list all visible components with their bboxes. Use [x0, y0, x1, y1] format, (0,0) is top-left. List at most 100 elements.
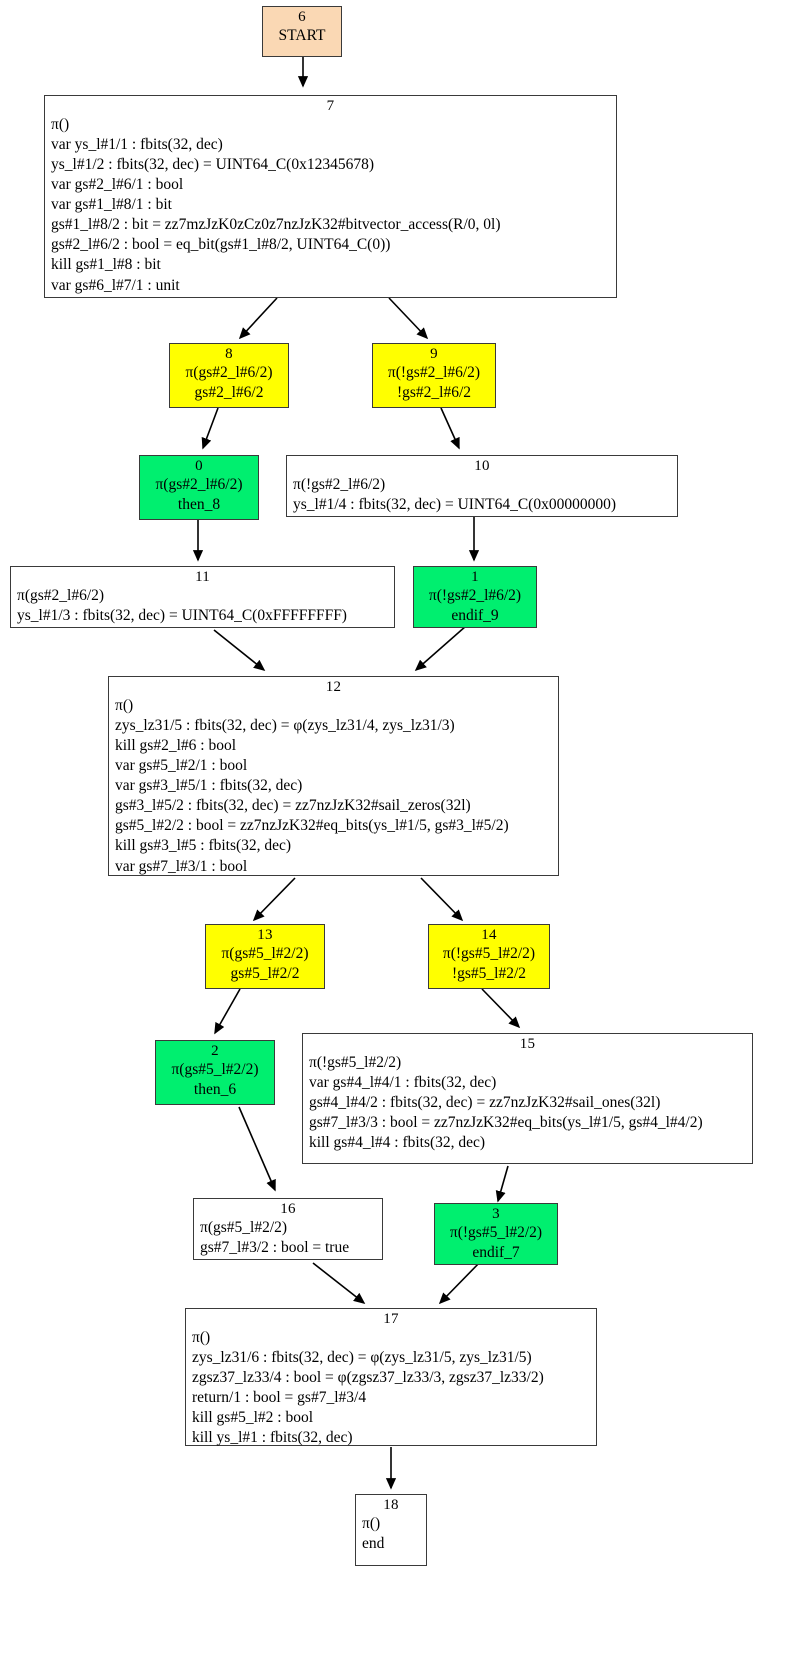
node-16-line-1: gs#7_l#3/2 : bool = true [200, 1238, 350, 1256]
node-15-line-0: π(!gs#5_l#2/2) [309, 1053, 402, 1071]
node-0[interactable]: 0 π(gs#2_l#6/2) then_8 [139, 455, 259, 520]
node-12-line-6: gs#5_l#2/2 : bool = zz7nzJzK32#eq_bits(y… [115, 817, 509, 835]
node-11-line-1: ys_l#1/3 : fbits(32, dec) = UINT64_C(0xF… [17, 606, 347, 624]
node-12-line-7: kill gs#3_l#5 : fbits(32, dec) [115, 837, 292, 855]
node-6[interactable]: 6 START [262, 6, 342, 57]
edge-14-15 [481, 988, 521, 1029]
node-6-body: START [278, 26, 326, 44]
node-0-line-0: π(gs#2_l#6/2) [155, 475, 243, 493]
node-9-id: 9 [430, 346, 438, 362]
node-18[interactable]: 18 π() end [355, 1494, 427, 1566]
node-9-line-1: !gs#2_l#6/2 [396, 383, 472, 401]
node-12-id: 12 [325, 679, 342, 695]
node-13[interactable]: 13 π(gs#5_l#2/2) gs#5_l#2/2 [205, 924, 325, 989]
node-7-line-8: var gs#6_l#7/1 : unit [51, 276, 180, 294]
edge-1-12 [414, 625, 467, 672]
edge-15-3 [495, 1165, 509, 1203]
node-12-line-8: var gs#7_l#3/1 : bool [115, 857, 248, 875]
node-12-line-4: var gs#3_l#5/1 : fbits(32, dec) [115, 777, 303, 795]
node-18-line-0: π() [362, 1514, 381, 1532]
node-7-line-2: ys_l#1/2 : fbits(32, dec) = UINT64_C(0x1… [51, 155, 375, 173]
edge-12-13 [252, 877, 296, 922]
edge-3-17 [438, 1258, 484, 1305]
node-7-line-3: var gs#2_l#6/1 : bool [51, 175, 184, 193]
node-12-line-5: gs#3_l#5/2 : fbits(32, dec) = zz7nzJzK32… [115, 797, 471, 815]
node-16-line-0: π(gs#5_l#2/2) [200, 1218, 288, 1236]
edge-13-2 [214, 988, 241, 1035]
node-7-line-0: π() [51, 115, 70, 133]
node-2[interactable]: 2 π(gs#5_l#2/2) then_6 [155, 1040, 275, 1105]
node-7-line-4: var gs#1_l#8/1 : bit [51, 196, 172, 214]
node-14-line-1: !gs#5_l#2/2 [451, 964, 527, 982]
node-2-id: 2 [211, 1043, 219, 1059]
edge-8-0 [201, 407, 219, 450]
node-17-line-5: kill ys_l#1 : fbits(32, dec) [192, 1429, 353, 1447]
node-14-line-0: π(!gs#5_l#2/2) [442, 944, 536, 962]
node-11[interactable]: 11 π(gs#2_l#6/2) ys_l#1/3 : fbits(32, de… [10, 566, 395, 628]
node-13-line-1: gs#5_l#2/2 [230, 964, 300, 982]
node-11-id: 11 [195, 569, 210, 585]
node-8[interactable]: 8 π(gs#2_l#6/2) gs#2_l#6/2 [169, 343, 289, 408]
node-2-line-0: π(gs#5_l#2/2) [171, 1060, 259, 1078]
node-17-line-2: zgsz37_lz33/4 : bool = φ(zgsz37_lz33/3, … [192, 1368, 544, 1386]
node-17-id: 17 [383, 1311, 399, 1327]
node-7[interactable]: 7 π() var ys_l#1/1 : fbits(32, dec) ys_l… [44, 95, 617, 298]
node-12-line-2: kill gs#2_l#6 : bool [115, 736, 236, 754]
node-15-line-4: kill gs#4_l#4 : fbits(32, dec) [309, 1134, 486, 1152]
node-14-id: 14 [481, 927, 497, 943]
node-15-line-3: gs#7_l#3/3 : bool = zz7nzJzK32#eq_bits(y… [309, 1113, 703, 1131]
node-7-line-1: var ys_l#1/1 : fbits(32, dec) [51, 135, 223, 153]
node-10-id: 10 [474, 458, 490, 474]
node-8-line-1: gs#2_l#6/2 [194, 383, 264, 401]
node-17-line-3: return/1 : bool = gs#7_l#3/4 [192, 1388, 367, 1406]
edge-7-9 [388, 297, 429, 340]
node-1-line-1: endif_9 [451, 606, 499, 624]
node-3-id: 3 [492, 1206, 500, 1222]
edge-16-17 [312, 1262, 366, 1304]
node-0-line-1: then_8 [177, 495, 221, 513]
node-14[interactable]: 14 π(!gs#5_l#2/2) !gs#5_l#2/2 [428, 924, 550, 989]
node-15[interactable]: 15 π(!gs#5_l#2/2) var gs#4_l#4/1 : fbits… [302, 1033, 753, 1164]
node-7-line-5: gs#1_l#8/2 : bit = zz7mzJzK0zCz0z7nzJzK3… [51, 216, 501, 234]
node-0-id: 0 [195, 458, 203, 474]
node-7-line-6: gs#2_l#6/2 : bool = eq_bit(gs#1_l#8/2, U… [51, 236, 391, 254]
node-12-line-0: π() [115, 696, 134, 714]
node-17-line-1: zys_lz31/6 : fbits(32, dec) = φ(zys_lz31… [192, 1348, 532, 1366]
node-12[interactable]: 12 π() zys_lz31/5 : fbits(32, dec) = φ(z… [108, 676, 559, 876]
node-1[interactable]: 1 π(!gs#2_l#6/2) endif_9 [413, 566, 537, 628]
node-10[interactable]: 10 π(!gs#2_l#6/2) ys_l#1/4 : fbits(32, d… [286, 455, 678, 517]
node-12-line-3: var gs#5_l#2/1 : bool [115, 756, 248, 774]
node-10-line-0: π(!gs#2_l#6/2) [293, 475, 386, 493]
node-7-line-7: kill gs#1_l#8 : bit [51, 256, 161, 274]
node-17-line-0: π() [192, 1328, 211, 1346]
node-7-id: 7 [326, 98, 335, 114]
node-3-line-0: π(!gs#5_l#2/2) [449, 1223, 543, 1241]
node-15-line-1: var gs#4_l#4/1 : fbits(32, dec) [309, 1073, 497, 1091]
node-15-line-2: gs#4_l#4/2 : fbits(32, dec) = zz7nzJzK32… [309, 1093, 661, 1111]
edge-7-8 [238, 297, 278, 340]
node-16[interactable]: 16 π(gs#5_l#2/2) gs#7_l#3/2 : bool = tru… [193, 1198, 383, 1260]
edge-12-14 [420, 877, 464, 922]
node-8-line-0: π(gs#2_l#6/2) [185, 363, 273, 381]
edge-11-12 [213, 629, 266, 671]
edge-2-16 [238, 1106, 276, 1192]
node-2-line-1: then_6 [193, 1080, 237, 1098]
node-15-id: 15 [519, 1036, 536, 1052]
node-1-line-0: π(!gs#2_l#6/2) [428, 586, 522, 604]
node-13-line-0: π(gs#5_l#2/2) [221, 944, 309, 962]
node-9[interactable]: 9 π(!gs#2_l#6/2) !gs#2_l#6/2 [372, 343, 496, 408]
node-12-line-1: zys_lz31/5 : fbits(32, dec) = φ(zys_lz31… [115, 716, 455, 734]
node-9-line-0: π(!gs#2_l#6/2) [387, 363, 481, 381]
node-13-id: 13 [257, 927, 273, 943]
node-3-line-1: endif_7 [472, 1243, 520, 1261]
node-18-line-1: end [362, 1534, 385, 1552]
node-8-id: 8 [225, 346, 233, 362]
node-10-line-1: ys_l#1/4 : fbits(32, dec) = UINT64_C(0x0… [293, 495, 617, 513]
node-3[interactable]: 3 π(!gs#5_l#2/2) endif_7 [434, 1203, 558, 1265]
node-17[interactable]: 17 π() zys_lz31/6 : fbits(32, dec) = φ(z… [185, 1308, 597, 1446]
node-1-id: 1 [471, 569, 479, 585]
node-11-line-0: π(gs#2_l#6/2) [17, 586, 105, 604]
node-6-id: 6 [298, 9, 306, 25]
node-16-id: 16 [280, 1201, 296, 1217]
